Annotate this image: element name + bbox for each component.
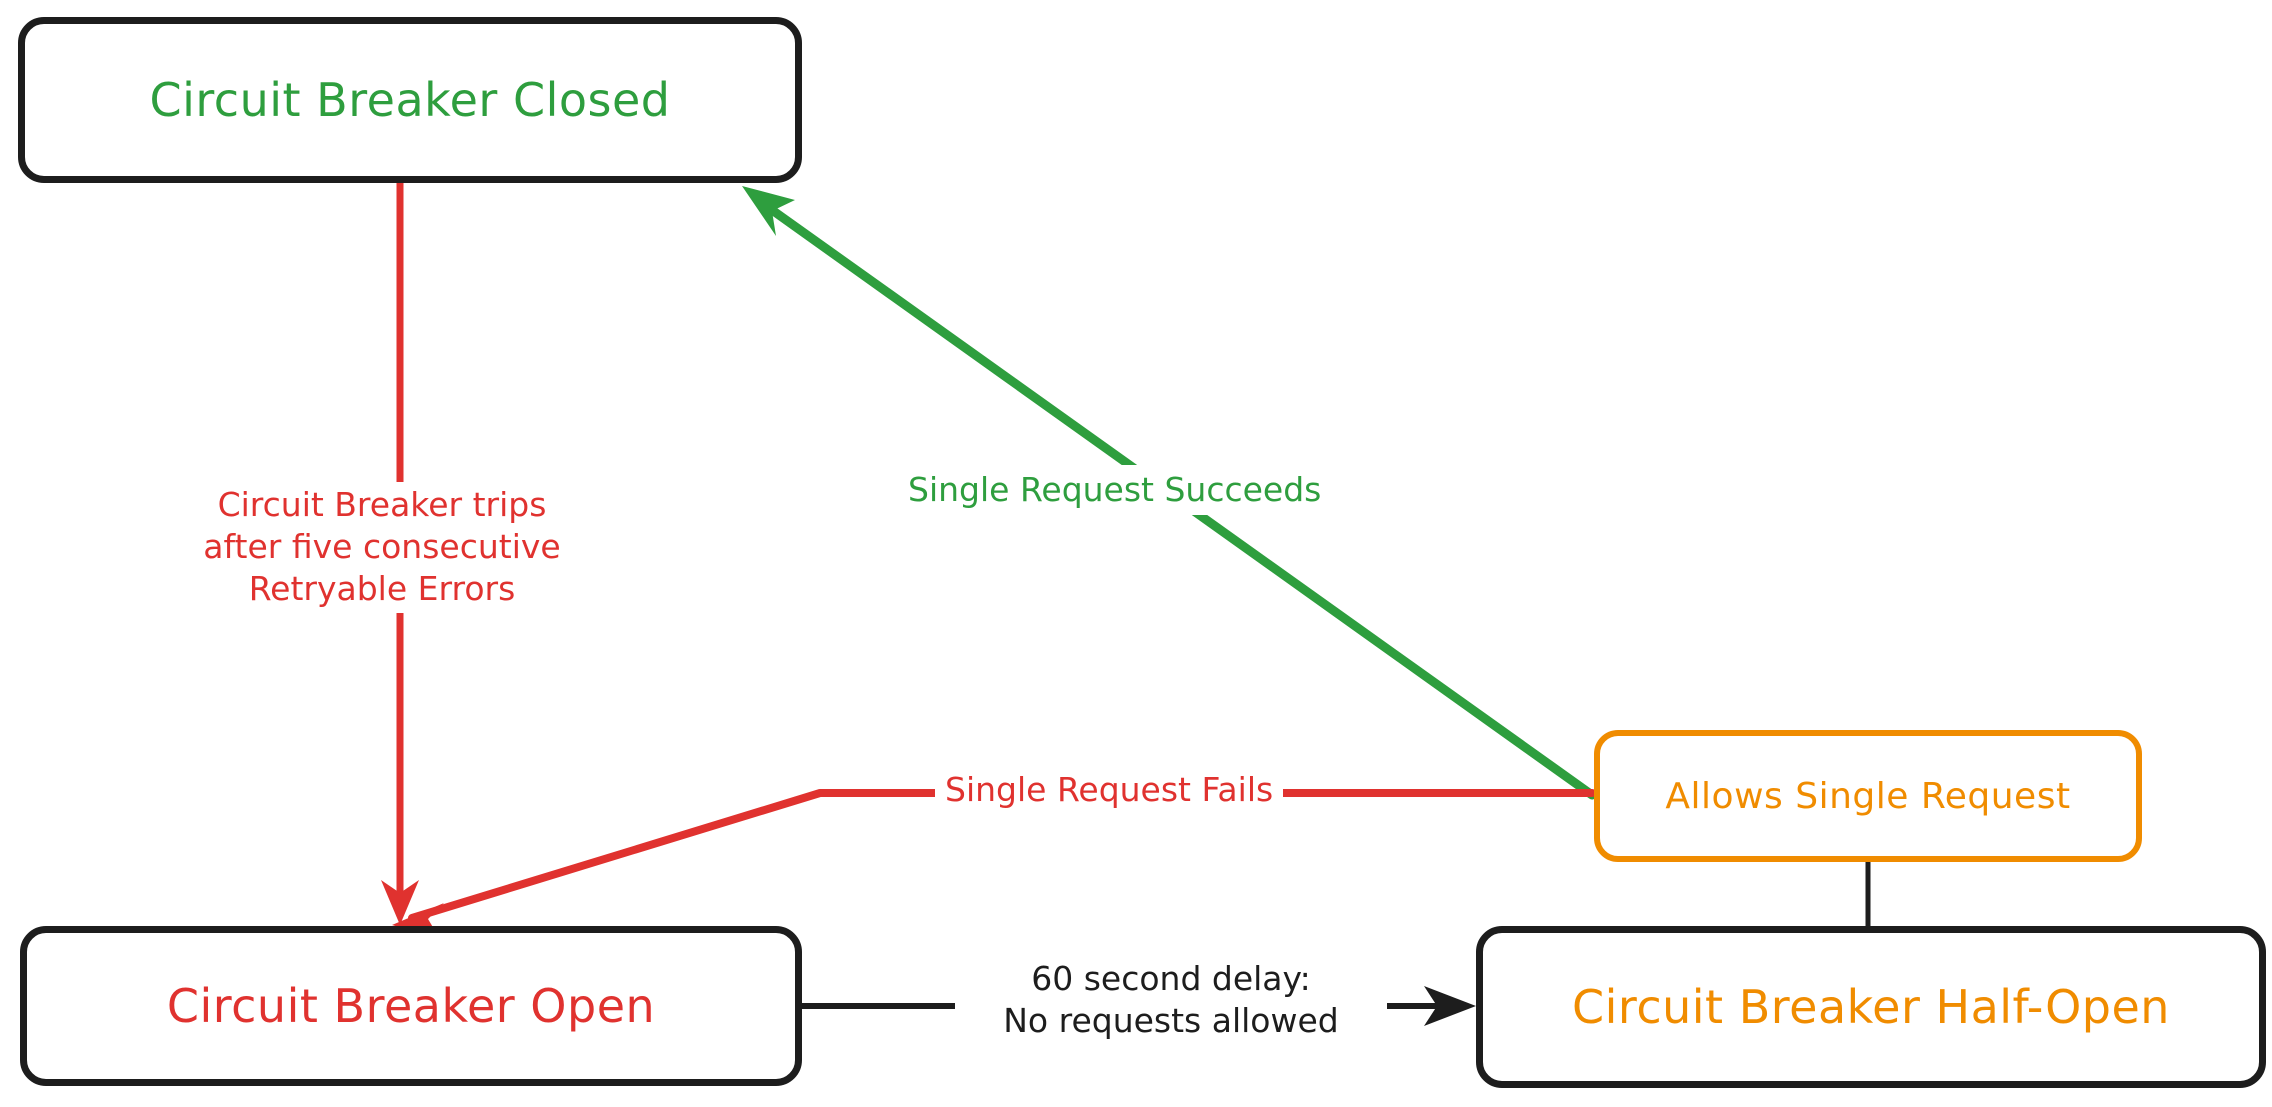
node-circuit-breaker-closed[interactable]: Circuit Breaker Closed — [18, 17, 802, 183]
node-circuit-breaker-open-label: Circuit Breaker Open — [166, 979, 656, 1033]
node-circuit-breaker-half-open[interactable]: Circuit Breaker Half-Open — [1476, 926, 2266, 1088]
edge-closed-to-open-arrowhead — [381, 880, 419, 925]
edge-open-to-halfopen-arrowhead — [1424, 986, 1476, 1026]
edge-allows-to-open-line — [408, 789, 1596, 922]
node-circuit-breaker-half-open-label: Circuit Breaker Half-Open — [1572, 980, 2170, 1034]
edge-open-to-halfopen — [799, 986, 1476, 1026]
edge-closed-to-open — [381, 179, 419, 925]
node-allows-single-request[interactable]: Allows Single Request — [1594, 730, 2142, 862]
edge-allows-to-open — [392, 789, 1596, 939]
edge-allows-to-closed-line — [760, 200, 1597, 800]
node-circuit-breaker-open[interactable]: Circuit Breaker Open — [20, 926, 802, 1086]
edge-allows-to-closed-arrowhead — [742, 186, 795, 236]
node-circuit-breaker-closed-label: Circuit Breaker Closed — [149, 73, 671, 127]
edge-allows-to-closed — [742, 186, 1597, 800]
node-allows-single-request-label: Allows Single Request — [1665, 775, 2071, 817]
